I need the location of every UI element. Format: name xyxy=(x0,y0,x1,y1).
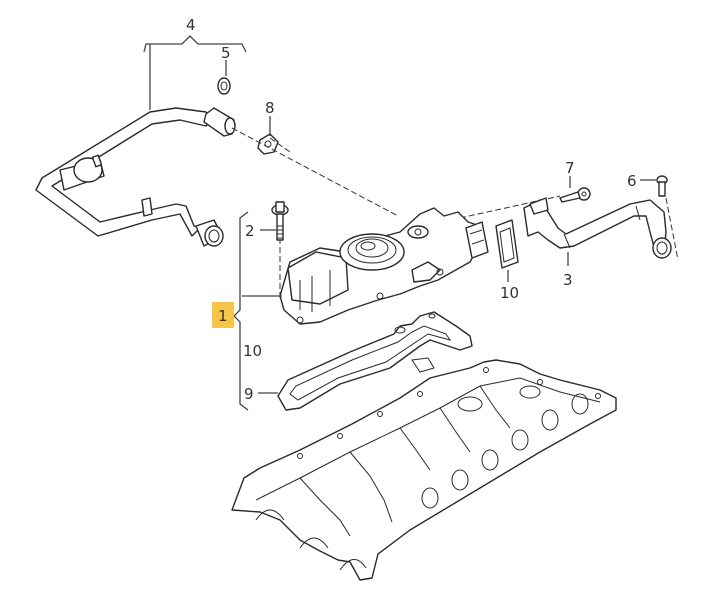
callout-8[interactable]: 8 xyxy=(265,99,275,117)
hose-clamp[interactable] xyxy=(217,77,231,95)
screw[interactable] xyxy=(559,187,591,203)
flange-seal[interactable] xyxy=(495,219,519,269)
assembly-line xyxy=(269,137,291,153)
pipe-bolt[interactable] xyxy=(656,175,668,197)
vent-pipe[interactable] xyxy=(523,197,672,259)
cover-gasket[interactable] xyxy=(277,311,473,411)
callout-6[interactable]: 6 xyxy=(627,172,637,190)
cylinder-head-cover[interactable] xyxy=(231,359,617,581)
callout-2[interactable]: 2 xyxy=(245,222,255,240)
bolt[interactable] xyxy=(271,201,289,241)
oil-separator[interactable] xyxy=(279,207,483,325)
callout-1-highlight xyxy=(212,302,234,328)
assembly-line xyxy=(665,197,679,261)
flange-gasket[interactable] xyxy=(465,221,489,259)
assembly-line xyxy=(231,127,399,217)
callout-4[interactable]: 4 xyxy=(186,16,196,34)
callout-10-right[interactable]: 10 xyxy=(500,284,519,302)
callout-10-left[interactable]: 10 xyxy=(243,342,262,360)
callout-5[interactable]: 5 xyxy=(221,44,231,62)
callout-7[interactable]: 7 xyxy=(565,159,575,177)
callout-1[interactable]: 1 xyxy=(218,307,228,325)
callout-9[interactable]: 9 xyxy=(244,385,254,403)
breather-hose-assembly[interactable] xyxy=(35,107,224,247)
callout-3[interactable]: 3 xyxy=(563,271,573,289)
hose-connector[interactable] xyxy=(203,107,236,137)
